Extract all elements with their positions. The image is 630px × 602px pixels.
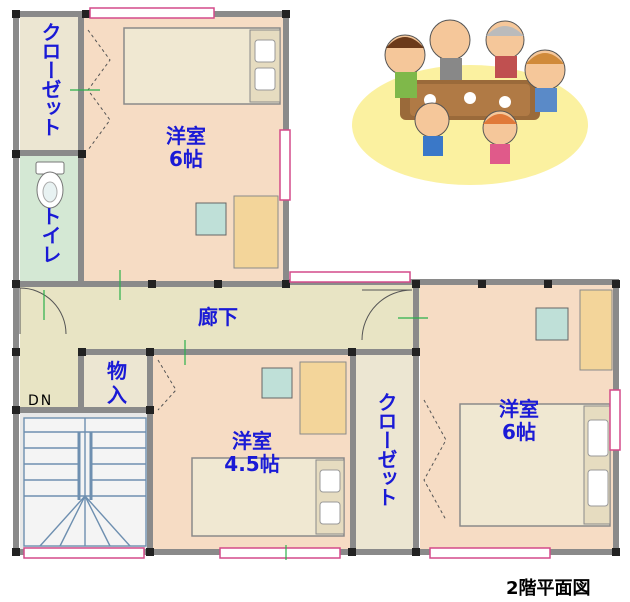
closet-left-floor <box>20 16 78 153</box>
stairs-label: DN <box>28 393 54 409</box>
western-top-name: 洋室 <box>166 124 206 148</box>
western-mid-name: 洋室 <box>232 429 272 453</box>
arrows <box>43 89 428 560</box>
family-dinner-illustration <box>352 19 588 185</box>
stairs <box>23 417 147 547</box>
western-top-size: 6帖 <box>169 147 203 171</box>
western-right-name: 洋室 <box>499 397 539 421</box>
desk-top <box>233 195 279 269</box>
corridor-floor <box>20 283 420 408</box>
page-title: 2階平面図 <box>506 578 591 599</box>
chair-right <box>535 307 569 341</box>
closet-right-label: クローゼット <box>374 392 398 506</box>
storage-floor <box>84 353 150 410</box>
toilet-label: トイレ <box>38 206 62 263</box>
storage-line2: 入 <box>107 383 127 407</box>
toilet-fixture <box>35 161 65 209</box>
storage-line1: 物 <box>107 359 127 383</box>
closet-right-floor <box>356 353 414 550</box>
desk-mid <box>299 361 347 435</box>
western-mid-size: 4.5帖 <box>224 452 280 476</box>
posts <box>12 10 620 556</box>
furniture <box>35 27 613 537</box>
closet-left-label: クローゼット <box>38 22 62 136</box>
chair-top <box>195 202 227 236</box>
western-right-size: 6帖 <box>502 420 536 444</box>
windows <box>23 7 621 559</box>
chair-mid <box>261 367 293 399</box>
corridor-label: 廊下 <box>198 305 238 329</box>
